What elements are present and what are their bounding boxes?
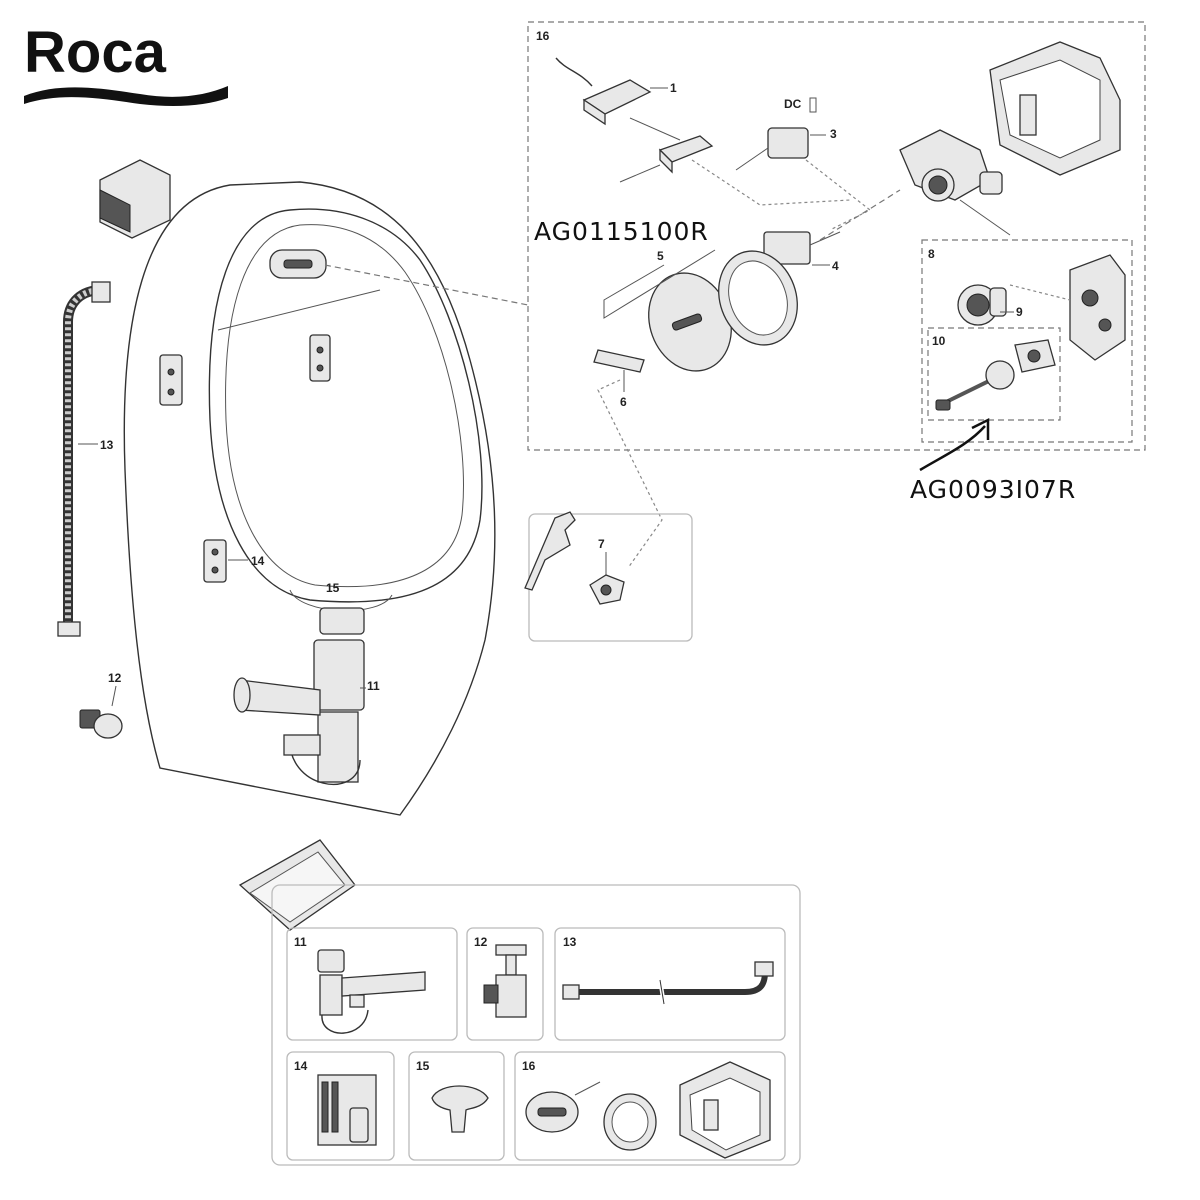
kit-box-13-label: 13 xyxy=(563,935,577,949)
valve-subassembly-box: 8 9 10 xyxy=(921,239,1133,443)
brand-logo-text: Roca xyxy=(24,20,167,85)
flexible-hose: 13 xyxy=(57,281,114,637)
stop-valve: 12 xyxy=(79,671,123,739)
urinal-illustration xyxy=(123,181,496,816)
kit-box-14 xyxy=(286,1051,395,1161)
callout-8: 8 xyxy=(928,247,935,261)
tool-box: 7 xyxy=(524,511,693,642)
callout-9: 9 xyxy=(1016,305,1023,319)
kit-box-13 xyxy=(554,927,786,1041)
callout-16: 16 xyxy=(536,29,550,43)
kit-box-16 xyxy=(514,1051,786,1161)
callout-7: 7 xyxy=(598,537,605,551)
callout-6: 6 xyxy=(620,395,627,409)
callout-10: 10 xyxy=(932,334,946,348)
callout-15: 15 xyxy=(326,581,340,595)
part-code-sensor-kit: AG0115100R xyxy=(534,217,709,246)
sensor-kit-box: 16 1 DC 3 4 5 6 xyxy=(527,21,1146,569)
arrowhead-icon xyxy=(971,417,990,440)
kit-box-15 xyxy=(408,1051,505,1161)
callout-5: 5 xyxy=(657,249,664,263)
logo-wave xyxy=(24,86,228,106)
kit-box-11-label: 11 xyxy=(294,935,307,949)
callout-dc: DC xyxy=(784,97,802,111)
parts-kit-panel: 11 12 13 14 15 16 xyxy=(238,839,801,1166)
connector-line xyxy=(324,264,529,306)
kit-box-15-label: 15 xyxy=(416,1059,430,1073)
kit-box-12-label: 12 xyxy=(474,935,488,949)
callout-12: 12 xyxy=(108,671,122,685)
control-box-small xyxy=(99,159,171,239)
callout-3: 3 xyxy=(830,127,837,141)
callout-13: 13 xyxy=(100,438,114,452)
annotation-arrow-icon xyxy=(919,425,986,472)
callout-14: 14 xyxy=(251,554,265,568)
roca-logo: Roca xyxy=(24,20,228,106)
callout-11: 11 xyxy=(367,679,380,693)
kit-box-12 xyxy=(466,927,544,1041)
kit-box-14-label: 14 xyxy=(294,1059,308,1073)
kit-box-11 xyxy=(286,927,458,1041)
callout-1: 1 xyxy=(670,81,677,95)
wall-bracket-14: 14 xyxy=(203,539,265,583)
wall-bracket-left xyxy=(159,334,331,406)
kit-box-16-label: 16 xyxy=(522,1059,536,1073)
callout-4: 4 xyxy=(832,259,839,273)
part-code-valve: AG0093I07R xyxy=(910,475,1076,504)
